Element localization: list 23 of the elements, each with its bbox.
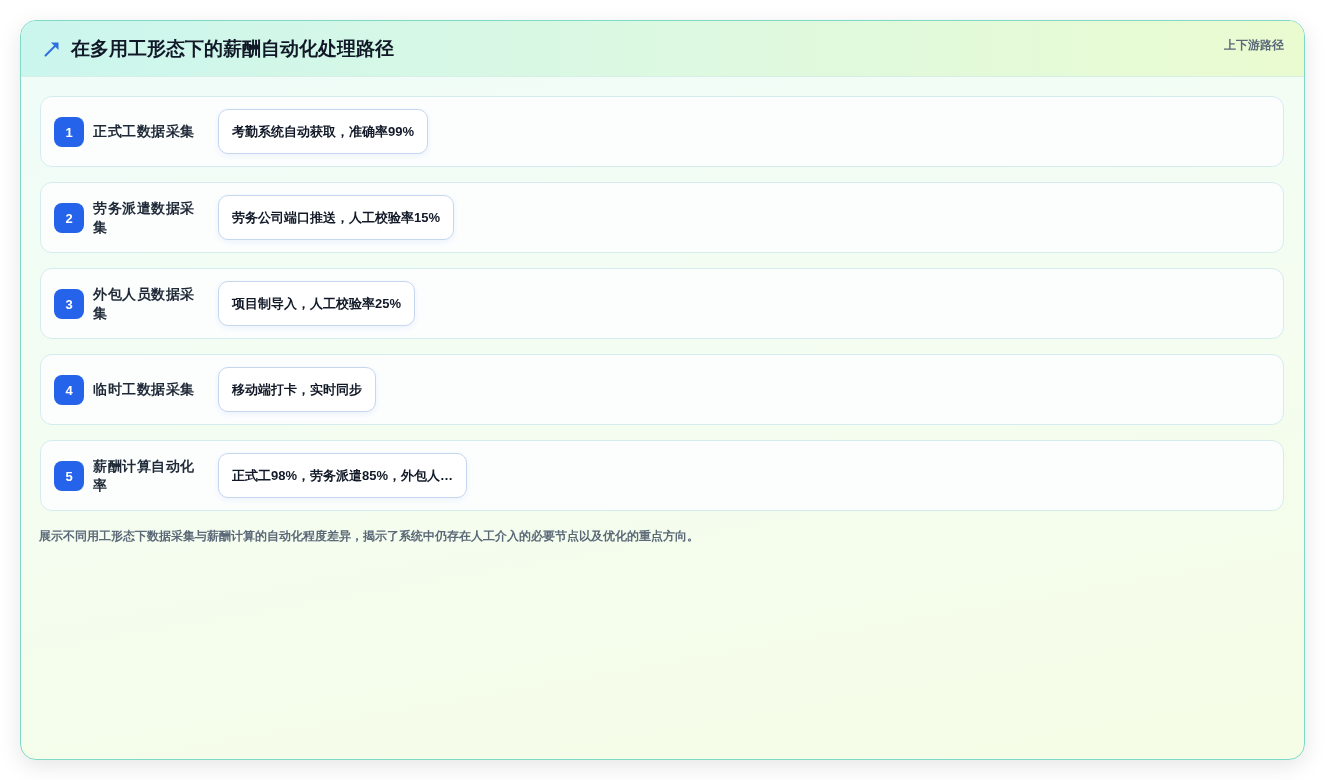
detail-chip: 项目制导入，人工校验率25% [218,281,416,326]
detail-chip: 正式工98%，劳务派遣85%，外包人… [218,453,468,498]
step-row-card [40,182,1284,253]
caption-text: 展示不同用工形态下数据采集与薪酬计算的自动化程度差异，揭示了系统中仍存在人工介入的必要节点以及优化的重点方向。 [39,528,699,545]
detail-chip: 考勤系统自动获取，准确率99% [218,109,429,154]
step-number: 5 [54,461,84,491]
diagram-title: 在多用工形态下的薪酬自动化处理路径 [71,37,394,61]
step-label: 薪酬计算自动化率 [93,456,196,495]
step-number: 2 [54,203,84,233]
header-note: 上下游路径 [1224,37,1284,54]
step-row-card [40,354,1284,425]
step-row-card [40,96,1284,167]
step-row-card [40,440,1284,511]
step-label: 正式工数据采集 [93,122,196,141]
detail-chip: 移动端打卡，实时同步 [218,367,376,412]
step-number: 4 [54,375,84,405]
step-number: 1 [54,117,84,147]
step-row-card [40,268,1284,339]
step-label: 外包人员数据采集 [93,284,196,323]
detail-chip: 劳务公司端口推送，人工校验率15% [218,195,455,240]
step-label: 劳务派遣数据采集 [93,198,196,237]
step-label: 临时工数据采集 [93,380,196,399]
step-number: 3 [54,289,84,319]
